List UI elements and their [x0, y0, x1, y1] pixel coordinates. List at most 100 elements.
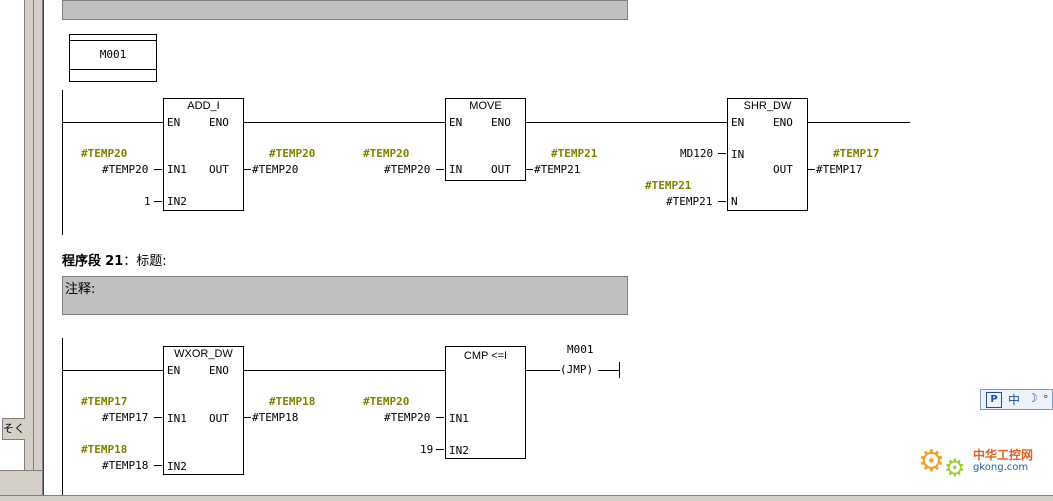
network-21-title[interactable]: 程序段 21：标题: — [62, 250, 167, 269]
shr-n-tick — [718, 201, 726, 202]
move-in-symbol[interactable]: #TEMP20 — [363, 147, 410, 160]
shr-n-operand[interactable]: #TEMP21 — [666, 195, 713, 208]
wxor-in2-tick — [154, 465, 162, 466]
wire-eno-2 — [525, 122, 727, 123]
move-in: IN — [449, 163, 463, 176]
cmp-title: CMP <=I — [463, 350, 508, 362]
jmp-coil[interactable]: (JMP) — [560, 363, 594, 376]
shr-dw-eno: ENO — [773, 116, 793, 129]
wxor-in1-tick — [154, 417, 162, 418]
add-i-in1: IN1 — [167, 163, 187, 176]
wire-en-4 — [62, 370, 163, 371]
panel-tab-button[interactable]: そく — [2, 418, 26, 440]
watermark: ⚙ ⚙ 中华工控网 gkong.com — [918, 440, 1043, 490]
move-out-operand[interactable]: #TEMP21 — [534, 163, 581, 176]
move-en: EN — [449, 116, 463, 129]
add-in2-tick — [154, 201, 162, 202]
add-i-eno: ENO — [209, 116, 229, 129]
shr-dw-title: SHR_DW — [743, 100, 792, 112]
network-number: 21 — [105, 254, 124, 269]
move-out: OUT — [491, 163, 511, 176]
cmp-in2-tick — [436, 449, 444, 450]
add-i-in2: IN2 — [167, 195, 187, 208]
shr-dw-en: EN — [731, 116, 745, 129]
shr-dw-in: IN — [731, 148, 745, 161]
wire-cmp-out — [525, 370, 560, 371]
ime-logo-icon[interactable]: P — [986, 392, 1002, 408]
ime-toolbar[interactable]: P 中 ☽ ° — [980, 389, 1053, 410]
shr-out-symbol[interactable]: #TEMP17 — [833, 147, 880, 160]
cmp-box[interactable]: CMP <=I IN1 IN2 — [445, 346, 526, 459]
shr-in-operand[interactable]: MD120 — [680, 147, 714, 160]
move-in-tick — [436, 169, 444, 170]
shr-dw-n: N — [731, 195, 738, 208]
wxor-in1-operand[interactable]: #TEMP17 — [102, 411, 149, 424]
horizontal-scrollbar[interactable] — [0, 470, 42, 497]
add-i-out: OUT — [209, 163, 229, 176]
wxor-dw-out: OUT — [209, 412, 229, 425]
ladder-editor[interactable]: M001 ADD_I EN ENO IN1 OUT IN2 #TEMP20 #T… — [43, 0, 1053, 495]
wxor-dw-eno: ENO — [209, 364, 229, 377]
wxor-dw-en: EN — [167, 364, 181, 377]
jmp-label[interactable]: M001 — [567, 343, 594, 356]
previous-comment-box[interactable] — [62, 0, 628, 20]
ime-moon-icon[interactable]: ☽ — [1027, 391, 1038, 405]
move-box[interactable]: MOVE EN ENO IN OUT — [445, 98, 526, 181]
watermark-url: gkong.com — [973, 462, 1029, 473]
move-out-tick — [525, 169, 533, 170]
wxor-dw-title: WXOR_DW — [174, 348, 233, 360]
wxor-in2-symbol[interactable]: #TEMP18 — [81, 443, 128, 456]
network-21-comment: 注释: — [65, 282, 96, 297]
add-i-en: EN — [167, 116, 181, 129]
ime-language-toggle[interactable]: 中 — [1008, 393, 1021, 407]
move-eno: ENO — [491, 116, 511, 129]
wxor-dw-box[interactable]: WXOR_DW EN ENO IN1 OUT IN2 — [163, 346, 244, 475]
ime-punctuation-icon[interactable]: ° — [1043, 393, 1049, 406]
wire-coil-right — [598, 370, 620, 371]
wxor-in1-symbol[interactable]: #TEMP17 — [81, 395, 128, 408]
cmp-in2-operand[interactable]: 19 — [420, 443, 434, 456]
shr-out-operand[interactable]: #TEMP17 — [816, 163, 863, 176]
add-out-operand[interactable]: #TEMP20 — [252, 163, 299, 176]
jump-label-block[interactable]: M001 — [69, 34, 157, 82]
add-in2-operand[interactable]: 1 — [144, 195, 151, 208]
network-title-prefix: 程序段 — [62, 254, 102, 269]
add-i-title: ADD_I — [187, 100, 220, 112]
cmp-in1-operand[interactable]: #TEMP20 — [384, 411, 431, 424]
power-rail-top — [62, 90, 63, 235]
wire-eno-1 — [243, 122, 446, 123]
power-rail-bottom — [62, 338, 63, 495]
wxor-out-operand[interactable]: #TEMP18 — [252, 411, 299, 424]
add-in1-tick — [154, 169, 162, 170]
jump-label-text: M001 — [70, 40, 156, 70]
wire-en-1 — [62, 122, 163, 123]
move-in-operand[interactable]: #TEMP20 — [384, 163, 431, 176]
cmp-in1: IN1 — [449, 412, 469, 425]
wxor-in2-operand[interactable]: #TEMP18 — [102, 459, 149, 472]
coil-end — [619, 362, 620, 378]
network-21-comment-box[interactable]: 注释: — [62, 276, 628, 315]
shr-dw-box[interactable]: SHR_DW EN ENO IN OUT N — [727, 98, 808, 211]
add-i-box[interactable]: ADD_I EN ENO IN1 OUT IN2 — [163, 98, 244, 211]
add-in1-symbol[interactable]: #TEMP20 — [81, 147, 128, 160]
shr-in-tick — [718, 153, 726, 154]
network-title-suffix: ：标题: — [123, 254, 167, 269]
cmp-in2: IN2 — [449, 444, 469, 457]
wxor-dw-in2: IN2 — [167, 460, 187, 473]
jmp-coil-text: JMP — [566, 363, 587, 376]
add-out-symbol[interactable]: #TEMP20 — [269, 147, 316, 160]
splitter[interactable] — [25, 0, 33, 470]
shr-out-tick — [807, 169, 815, 170]
gear-icon: ⚙ — [918, 444, 945, 479]
add-in1-operand[interactable]: #TEMP20 — [102, 163, 149, 176]
gear-icon-small: ⚙ — [944, 454, 966, 482]
scroll-gap — [34, 0, 43, 495]
wxor-out-tick — [243, 417, 251, 418]
shr-dw-out: OUT — [773, 163, 793, 176]
wire-eno-4 — [243, 370, 446, 371]
move-out-symbol[interactable]: #TEMP21 — [551, 147, 598, 160]
wxor-out-symbol[interactable]: #TEMP18 — [269, 395, 316, 408]
shr-n-symbol[interactable]: #TEMP21 — [645, 179, 692, 192]
cmp-in1-symbol[interactable]: #TEMP20 — [363, 395, 410, 408]
wxor-dw-in1: IN1 — [167, 412, 187, 425]
